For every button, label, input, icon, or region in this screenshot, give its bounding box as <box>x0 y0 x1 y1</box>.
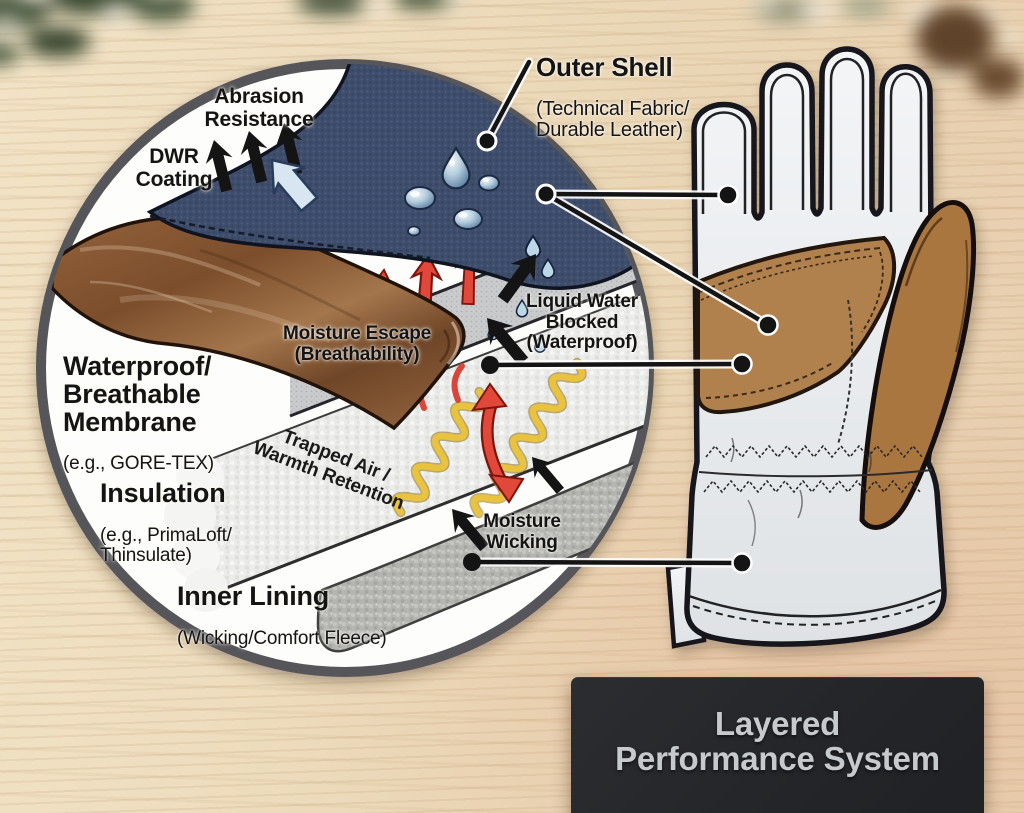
inner-lining-layer <box>316 450 649 653</box>
shell-to-finger-line <box>543 191 731 198</box>
lining-to-cuff-line <box>469 559 745 566</box>
wrist-elastic <box>698 437 933 547</box>
insulation-subtitle: (e.g., PrimaLoft/ Thinsulate) <box>100 524 232 566</box>
membrane-to-palm-line <box>487 361 745 368</box>
membrane-label: Waterproof/ Breathable Membrane (e.g., G… <box>63 336 214 492</box>
leader-dot-icon <box>535 183 557 205</box>
stitch-line <box>699 247 881 293</box>
thumb-gusset-stitch <box>837 299 854 445</box>
leader-dot-icon <box>476 130 498 152</box>
warmth-exchange-arrow <box>470 382 525 504</box>
inner-lining-label: Inner Lining (Wicking/Comfort Fleece) <box>177 565 387 666</box>
leader-lines <box>463 57 779 574</box>
membrane-title: Waterproof/ Breathable Membrane <box>63 351 212 437</box>
stitch-line <box>705 361 835 399</box>
water-droplet-icon <box>404 186 436 210</box>
leader-dot-icon <box>463 553 481 571</box>
water-droplet-icon <box>478 174 500 192</box>
leader-dots <box>463 130 779 574</box>
leather-marbling <box>79 245 361 343</box>
inner-lining-title: Inner Lining <box>177 581 330 612</box>
water-droplet-icon <box>453 208 483 230</box>
inner-lining-subtitle: (Wicking/Comfort Fleece) <box>177 627 387 649</box>
double-arrow-icon <box>470 382 508 412</box>
leader-dot-icon <box>731 353 753 375</box>
liquid-water-blocked-label: Liquid Water Blocked (Waterproof) <box>526 291 638 354</box>
cuff-hem <box>688 588 942 626</box>
double-arrow-icon <box>487 473 525 504</box>
membrane-subtitle: (e.g., GORE-TEX) <box>63 452 214 474</box>
moisture-escape-label: Moisture Escape (Breathability) <box>283 323 431 365</box>
outer-shell-label: Outer Shell (Technical Fabric/ Durable L… <box>536 36 689 159</box>
dwr-coating-label: DWR Coating <box>135 145 213 191</box>
leader-dot-icon <box>717 184 739 206</box>
glove-illustration <box>665 46 977 649</box>
water-droplet-icon <box>407 225 421 237</box>
leader-dot-icon <box>731 552 753 574</box>
heat-squiggle-icon <box>392 388 488 516</box>
leader-dot-icon <box>757 314 779 336</box>
insulation-label: Insulation (e.g., PrimaLoft/ Thinsulate) <box>100 462 232 583</box>
outer-shell-subtitle: (Technical Fabric/ Durable Leather) <box>536 97 690 142</box>
moisture-wicking-label: Moisture Wicking <box>483 511 561 553</box>
bead-arrow-icon <box>270 158 319 213</box>
stitch-line <box>700 255 875 301</box>
glove-thumb <box>859 199 977 530</box>
shell-to-palm-line <box>543 191 771 328</box>
insulation-title: Insulation <box>100 478 226 509</box>
leader-dot-icon <box>481 356 499 374</box>
water-droplets-beading <box>404 145 500 237</box>
title-card-text: Layered Performance System <box>615 705 940 777</box>
abrasion-resistance-label: Abrasion Resistance <box>204 85 314 131</box>
title-card: Layered Performance System <box>571 677 984 813</box>
outer-shell-title: Outer Shell <box>536 52 673 83</box>
outer-shell-leader-line <box>484 59 532 144</box>
water-droplet-icon <box>441 145 471 190</box>
stitch-line <box>861 251 884 333</box>
stitch-line <box>149 214 431 260</box>
